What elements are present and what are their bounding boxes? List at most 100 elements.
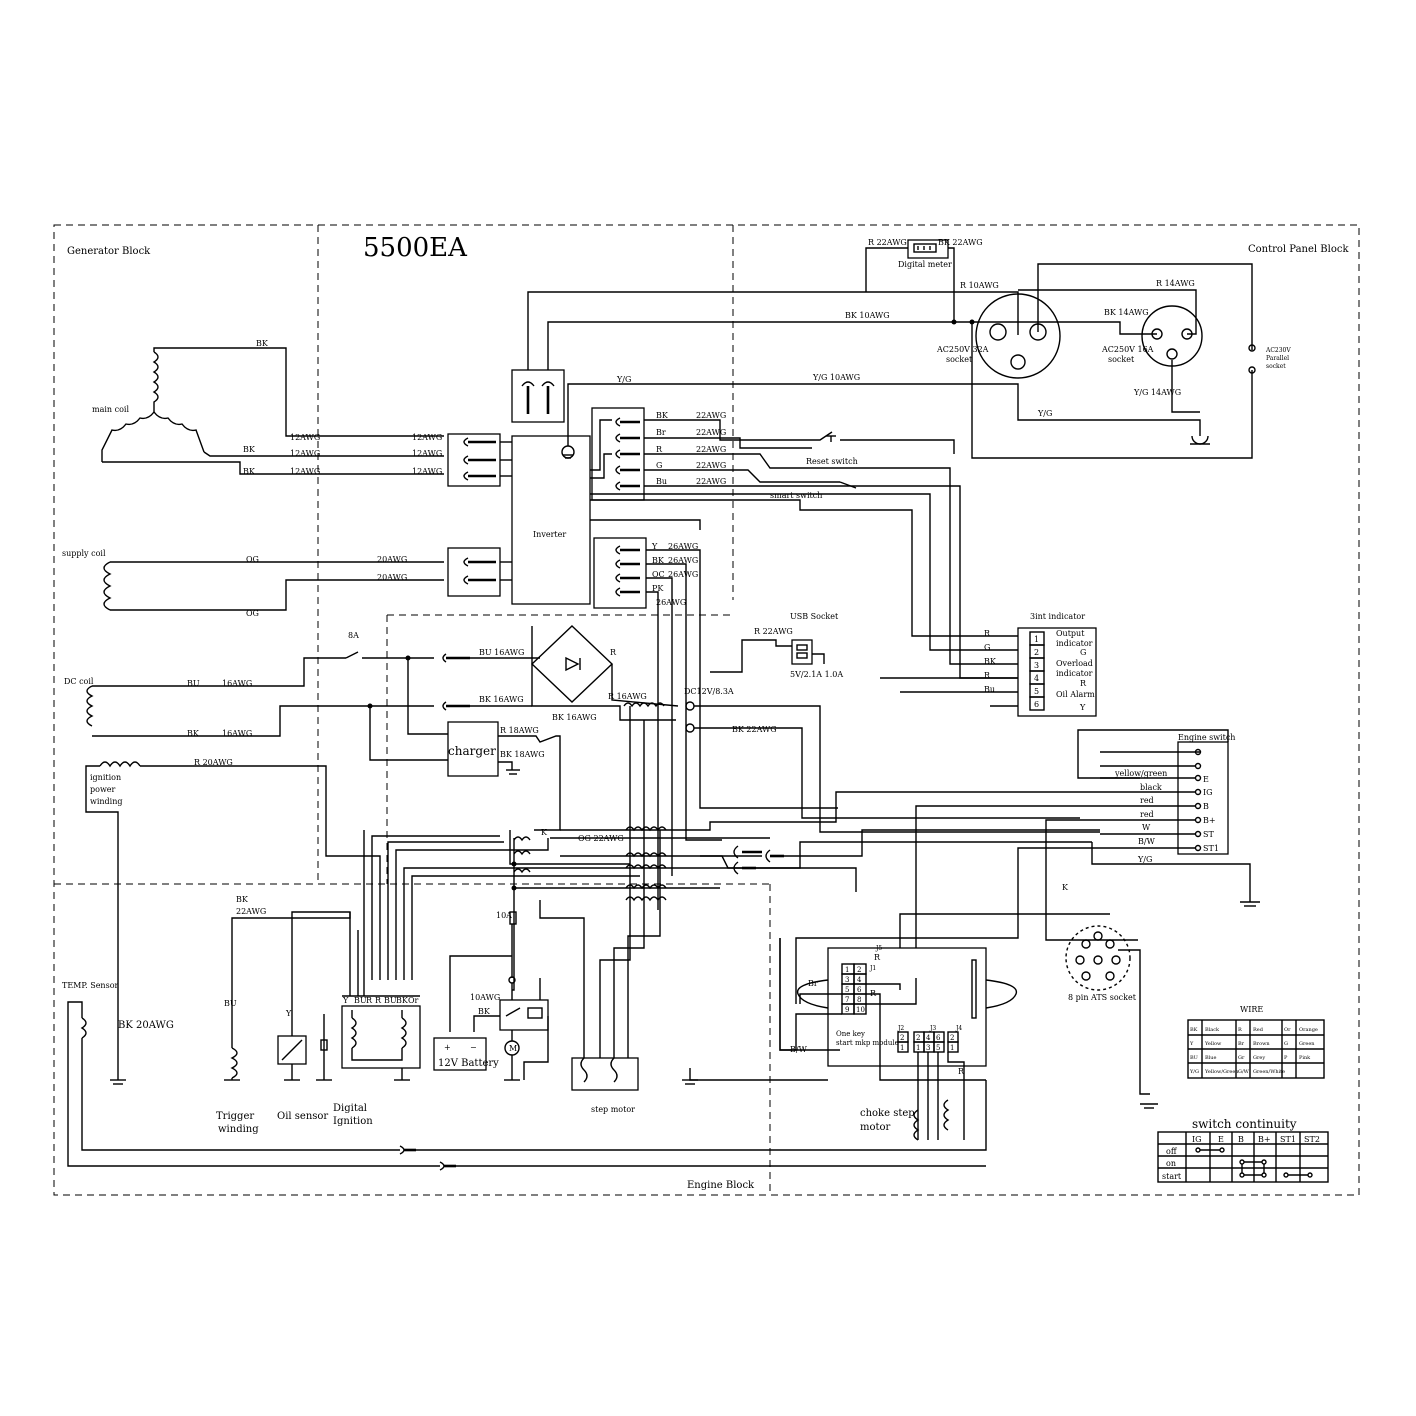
wire-label: BK xyxy=(656,411,669,420)
column-header: B xyxy=(1238,1135,1244,1144)
indicator-title: 3int indicator xyxy=(1030,612,1085,621)
module-bottom-connectors: 2 1 2 4 6 1 3 5 2 1 J2 J3 J4 J5 xyxy=(875,945,962,1053)
battery-label: 12V Battery xyxy=(438,1058,499,1069)
engine-switch: Engine switch yellow/green black red red… xyxy=(899,729,1260,990)
wire-label: BK xyxy=(984,657,997,666)
wire-label: 10AWG xyxy=(470,993,500,1002)
wire-label: Br xyxy=(656,428,666,437)
wire-label: 16AWG xyxy=(222,679,252,688)
main-coil: main coil BK BK BK 12AWG 12AWG 12AWG 12A… xyxy=(92,339,444,476)
column-header: B+ xyxy=(1258,1135,1271,1144)
wire-label: Y xyxy=(285,1009,292,1018)
wire-label: Y/G 14AWG xyxy=(1133,388,1181,397)
engine-switch-label: Engine switch xyxy=(1178,733,1235,742)
wire-label: Y xyxy=(651,542,658,551)
wire-label: PK xyxy=(652,584,664,593)
pin-label: 6 xyxy=(857,986,862,994)
pin-label: 5 xyxy=(845,986,849,994)
wire-table-cell: BU xyxy=(1190,1055,1198,1061)
wire-label: BK xyxy=(243,445,256,454)
wire-label: BU 16AWG xyxy=(479,648,524,657)
inverter: Inverter xyxy=(511,435,591,605)
wire-label: 12AWG xyxy=(290,467,320,476)
pin-label: 3 xyxy=(845,976,849,984)
wire-label: BK xyxy=(236,895,249,904)
led-label: G xyxy=(1080,648,1086,657)
wire-label: 22AWG xyxy=(236,907,266,916)
wire-label: 22AWG xyxy=(696,428,726,437)
wire-table-cell: Grey xyxy=(1253,1055,1265,1061)
indicator-label: indicator xyxy=(1056,639,1093,648)
wire-table-cell: G xyxy=(1284,1041,1288,1047)
main-coil-label: main coil xyxy=(92,405,129,414)
wire-label: BK 10AWG xyxy=(845,311,890,320)
temp-sensor: TEMP. Sensor BK 20AWG xyxy=(62,981,987,1171)
wire-label: 26AWG xyxy=(668,556,698,565)
wire-label: red xyxy=(1140,810,1154,819)
wire-label: OG xyxy=(246,555,259,564)
wire-table-cell: Y/G xyxy=(1189,1069,1199,1075)
column-header: IG xyxy=(1192,1135,1202,1144)
wire-label: Y/G xyxy=(1137,855,1152,864)
pin-label: B xyxy=(1203,802,1209,811)
wire-label: Y/G xyxy=(616,375,631,384)
smart-switch-label: smart switch xyxy=(770,491,822,500)
pin-label: B+ xyxy=(1203,816,1216,825)
wire-label: 12AWG xyxy=(412,467,442,476)
indicator-label: Output xyxy=(1056,629,1085,638)
wire-label: G xyxy=(656,461,662,470)
inverter-label: Inverter xyxy=(533,530,566,539)
ats-socket: 8 pin ATS socket xyxy=(1065,925,1158,1109)
reset-switch-label: Reset switch xyxy=(806,457,858,466)
block-borders xyxy=(53,224,1360,1196)
usb-socket: USB Socket 5V/2.1A 1.0A R 22AWG xyxy=(710,612,843,679)
pin-1: 1 xyxy=(1034,635,1039,644)
wire-label: red xyxy=(1140,796,1154,805)
wire-label: R 16AWG xyxy=(608,692,647,701)
wire-label: R xyxy=(870,989,877,998)
column-header: ST1 xyxy=(1280,1135,1296,1144)
charger-label: charger xyxy=(448,744,496,758)
step-motor-label: step motor xyxy=(591,1105,635,1114)
wire-table-cell: R xyxy=(1238,1027,1242,1033)
pin-label: 3 xyxy=(926,1044,930,1052)
pin-6: 6 xyxy=(1034,700,1039,709)
harness: OG 22AWG K xyxy=(371,702,1100,1058)
wire-label: BK xyxy=(243,467,256,476)
pin-label: ST1 xyxy=(1203,844,1219,853)
digital-meter-label: Digital meter xyxy=(898,260,952,269)
wire-label: K xyxy=(541,828,548,837)
wire-label: OC xyxy=(652,570,665,579)
wire-label: R xyxy=(874,953,881,962)
pin-label: 1 xyxy=(900,1044,904,1052)
pin-label: Y xyxy=(342,996,349,1005)
wire-label: yellow/green xyxy=(1114,769,1167,778)
connector-label: J4 xyxy=(955,1025,962,1032)
wire-label: R 20AWG xyxy=(194,758,233,767)
digital-meter: Digital meter R 22AWG BK 22AWG xyxy=(865,238,983,322)
wire-label: OG 22AWG xyxy=(578,834,624,843)
wire-label: BK xyxy=(256,339,269,348)
connector-label: J5 xyxy=(875,945,882,952)
main-coil-connector xyxy=(447,433,512,487)
wire-table-cell: G/W xyxy=(1238,1069,1250,1075)
fuse-10a-label: 10A xyxy=(496,911,512,920)
wire-label: BU xyxy=(187,679,200,688)
switch-continuity-title: switch continuity xyxy=(1192,1117,1297,1131)
wire-label: 12AWG xyxy=(290,449,320,458)
pin-2: 2 xyxy=(1034,648,1039,657)
wire-label: R 10AWG xyxy=(960,281,999,290)
wire-table-cell: Black xyxy=(1205,1027,1220,1033)
pin-label: 2 xyxy=(857,966,861,974)
pin-label: BU xyxy=(354,996,367,1005)
